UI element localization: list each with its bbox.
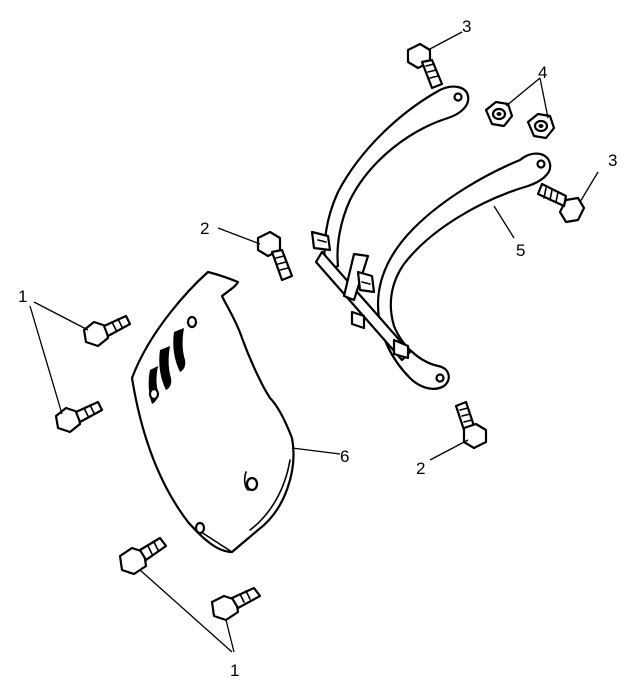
bolt-part-1-lower-a	[118, 536, 168, 576]
callout-3-right: 3	[608, 151, 617, 170]
callout-5: 5	[516, 241, 525, 260]
bolt-part-2-left	[256, 230, 294, 282]
bolt-part-3-top	[406, 42, 444, 90]
callout-3-top: 3	[462, 17, 471, 36]
callout-1-top: 1	[18, 287, 27, 306]
heat-shield-part-6	[130, 270, 295, 554]
bolt-part-1-upper-a	[82, 314, 132, 348]
bracket-assembly-part-5	[310, 85, 552, 390]
bolt-part-3-right	[536, 182, 586, 224]
callout-2-right: 2	[416, 459, 425, 478]
callout-2-left: 2	[200, 219, 209, 238]
bolt-part-1-upper-b	[54, 400, 104, 434]
callout-4: 4	[538, 63, 547, 82]
flange-nut-part-4-right	[526, 112, 556, 140]
flange-nut-part-4-left	[484, 100, 514, 128]
callout-6: 6	[340, 447, 349, 466]
bolt-part-2-right	[454, 400, 488, 450]
bolt-part-1-lower-b	[210, 586, 262, 622]
callout-labels: 1 1 2 2 3 3 4 5 6	[18, 17, 617, 680]
leader-lines	[29, 31, 599, 653]
callout-1-bottom: 1	[230, 661, 239, 680]
